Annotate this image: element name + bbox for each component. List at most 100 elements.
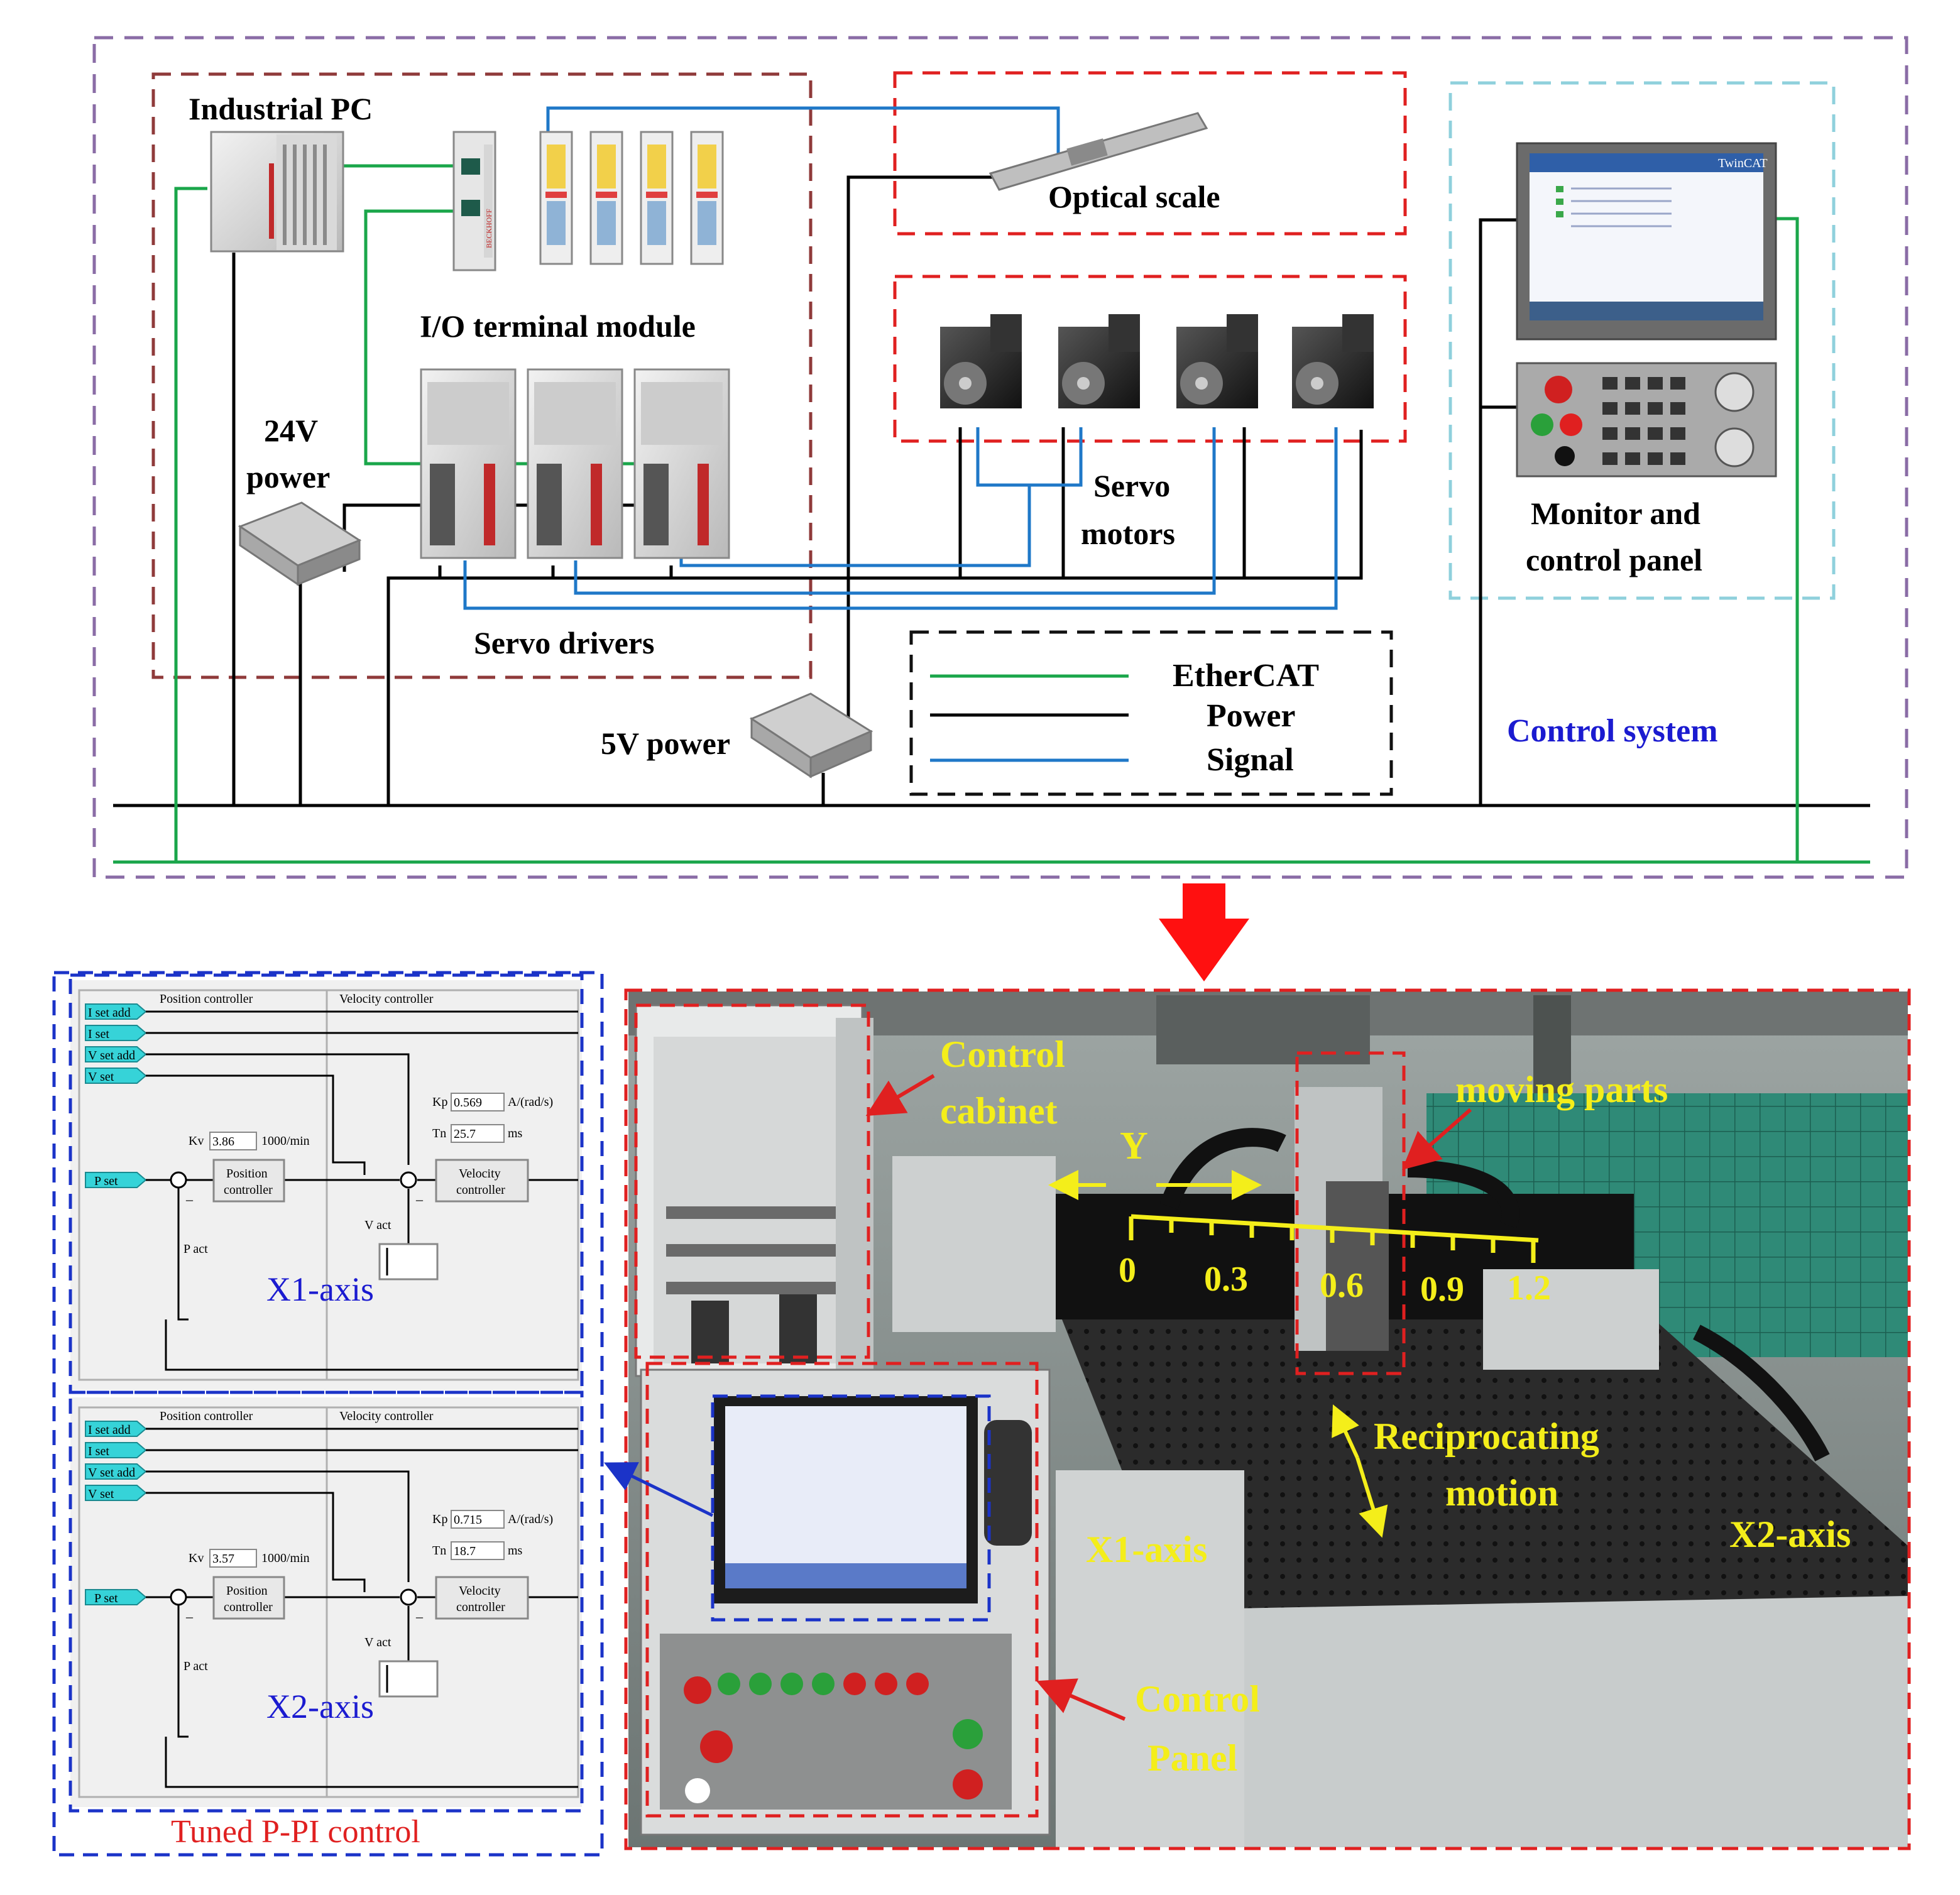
summing-junction bbox=[170, 1171, 187, 1189]
tn-field[interactable] bbox=[451, 1124, 505, 1143]
servo-motors-label-line2: motors bbox=[1081, 516, 1175, 551]
io-terminals bbox=[539, 131, 724, 265]
servo-motors-boundary bbox=[893, 275, 1407, 443]
legend-ethercat-label: EtherCAT bbox=[1173, 658, 1319, 694]
velocity-controller-block bbox=[435, 1159, 529, 1203]
control-panel-device bbox=[1516, 362, 1777, 478]
kp-field[interactable] bbox=[451, 1510, 505, 1529]
minus-sign: – bbox=[185, 1191, 194, 1207]
signal-tag-label: P set bbox=[94, 1174, 118, 1188]
reciprocating-label-line2: motion bbox=[1445, 1472, 1558, 1514]
tn-unit: ms bbox=[508, 1544, 523, 1558]
kv-field[interactable] bbox=[209, 1132, 257, 1150]
position-block-line1: Position bbox=[226, 1167, 268, 1181]
optical-scale-boundary bbox=[893, 71, 1407, 236]
cabinet-highlight bbox=[634, 1003, 870, 1359]
kv-label: Kv bbox=[189, 1134, 204, 1148]
y-axis-label: Y bbox=[1120, 1125, 1148, 1167]
velocity-controller-block bbox=[435, 1576, 529, 1620]
position-block-line2: controller bbox=[224, 1600, 273, 1614]
position-block-line1: Position bbox=[226, 1584, 268, 1598]
tn-value: 18.7 bbox=[454, 1544, 476, 1558]
kp-label: Kp bbox=[432, 1095, 447, 1109]
signal-line bbox=[146, 1074, 366, 1175]
position-block-line2: controller bbox=[224, 1183, 273, 1197]
cabinet-boundary bbox=[151, 72, 813, 679]
power-5v-device bbox=[749, 692, 873, 778]
servo-drivers-devices bbox=[420, 368, 730, 559]
summing-junction bbox=[400, 1171, 417, 1189]
control-panel-label-line2: Panel bbox=[1147, 1737, 1237, 1779]
signal-tag bbox=[85, 1172, 147, 1188]
control-panel-arrow bbox=[1036, 1678, 1126, 1721]
signal-tag-label: I set bbox=[88, 1444, 109, 1458]
v-act-label: V act bbox=[364, 1636, 391, 1649]
signal-tag-label: V set add bbox=[88, 1466, 135, 1480]
position-section-title: Position controller bbox=[160, 992, 253, 1006]
position-controller-block bbox=[212, 1576, 285, 1620]
moving-parts-arrow bbox=[1401, 1108, 1472, 1170]
kp-field[interactable] bbox=[451, 1093, 505, 1111]
monitor-device: TwinCAT bbox=[1516, 142, 1777, 341]
position-controller-block bbox=[212, 1159, 285, 1203]
x1-axis-label: X1-axis bbox=[1086, 1529, 1207, 1570]
signal-line bbox=[146, 1470, 410, 1582]
axis-label: X1-axis bbox=[266, 1270, 374, 1308]
monitor-boundary bbox=[1448, 81, 1836, 600]
signal-tag-label: I set bbox=[88, 1027, 109, 1041]
summing-junction bbox=[400, 1588, 417, 1606]
signal-tag-label: V set bbox=[88, 1070, 114, 1084]
industrial-pc-device bbox=[210, 131, 344, 253]
kv-unit: 1000/min bbox=[261, 1551, 310, 1565]
signal-line bbox=[146, 1492, 366, 1592]
kv-field[interactable] bbox=[209, 1549, 257, 1568]
velocity-section-title: Velocity controller bbox=[339, 992, 434, 1006]
machine-photo bbox=[628, 991, 1908, 1847]
velocity-section-title: Velocity controller bbox=[339, 1409, 434, 1423]
control-panel-label-line1: Control bbox=[1135, 1678, 1260, 1720]
feedback-filter-box bbox=[378, 1243, 439, 1281]
reciprocating-label-line1: Reciprocating bbox=[1374, 1416, 1599, 1457]
power-24v-device bbox=[238, 501, 362, 586]
control-cabinet-label-line2: cabinet bbox=[940, 1090, 1058, 1132]
ruler-tick-03: 0.3 bbox=[1204, 1260, 1248, 1299]
legend-power-label: Power bbox=[1207, 698, 1295, 734]
velocity-block-line1: Velocity bbox=[459, 1167, 501, 1181]
down-arrow bbox=[1159, 883, 1249, 981]
tn-value: 25.7 bbox=[454, 1127, 476, 1141]
industrial-pc-label: Industrial PC bbox=[189, 91, 373, 126]
cabinet-arrow bbox=[865, 1074, 935, 1117]
kv-value: 3.86 bbox=[212, 1135, 234, 1149]
minus-sign: – bbox=[185, 1608, 194, 1624]
ethercat-coupler: BECKHOFF bbox=[452, 131, 496, 271]
screen-highlight bbox=[711, 1394, 991, 1622]
power-24v-label-line1: 24V bbox=[264, 413, 318, 448]
moving-parts-highlight bbox=[1295, 1051, 1406, 1375]
moving-parts-label: moving parts bbox=[1455, 1069, 1668, 1110]
legend: EtherCAT Power Signal bbox=[930, 658, 1319, 778]
power-24v-label-line2: power bbox=[246, 459, 330, 494]
reciprocating-arrow-up bbox=[1332, 1404, 1359, 1459]
kp-value: 0.569 bbox=[454, 1096, 482, 1110]
tuned-control-label: Tuned P-PI control bbox=[171, 1814, 420, 1850]
control-cabinet-label-line1: Control bbox=[940, 1034, 1065, 1075]
signal-tag bbox=[85, 1421, 147, 1437]
system-diagram: Industrial PC BECKHOFF I/O terminal modu… bbox=[92, 36, 1908, 879]
minus-sign: – bbox=[415, 1608, 424, 1624]
tn-field[interactable] bbox=[451, 1541, 505, 1560]
velocity-block-line2: controller bbox=[456, 1183, 505, 1197]
signal-tag-label: I set add bbox=[88, 1006, 131, 1020]
signal-tag-label: V set bbox=[88, 1487, 114, 1501]
signal-tag bbox=[85, 1485, 147, 1501]
reciprocating-arrow-down bbox=[1355, 1457, 1388, 1538]
screen-to-panel-arrow bbox=[604, 1462, 714, 1517]
legend-box bbox=[909, 630, 1393, 796]
velocity-block-line1: Velocity bbox=[459, 1584, 501, 1598]
p-act-label: P act bbox=[183, 1659, 208, 1673]
panel-highlight bbox=[645, 1362, 1039, 1818]
signal-tag bbox=[85, 1463, 147, 1480]
optical-scale-device bbox=[988, 112, 1208, 191]
kv-unit: 1000/min bbox=[261, 1134, 310, 1148]
